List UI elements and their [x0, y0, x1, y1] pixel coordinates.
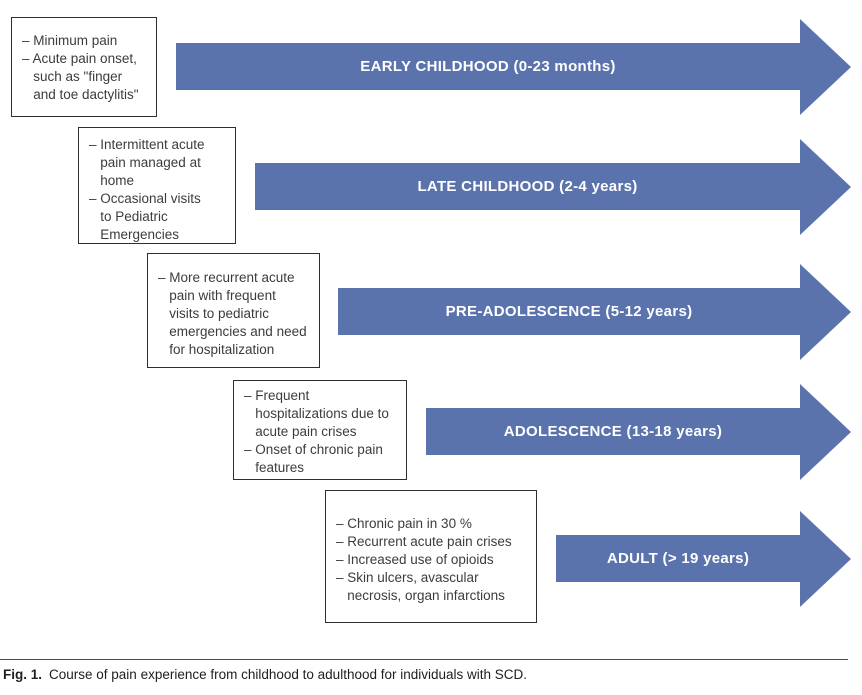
- figure-caption: Fig. 1. Course of pain experience from ch…: [3, 667, 527, 682]
- note-text-adolescence: – Frequent hospitalizations due to acute…: [244, 388, 389, 475]
- stage-arrow-adolescence: ADOLESCENCE (13-18 years): [426, 384, 851, 480]
- arrow-head-icon: [800, 139, 851, 235]
- stage-label-late-childhood: LATE CHILDHOOD (2-4 years): [417, 178, 638, 195]
- note-box-late-childhood: – Intermittent acute pain managed at hom…: [78, 127, 236, 244]
- stage-arrow-adult: ADULT (> 19 years): [556, 511, 851, 607]
- arrow-head-icon: [800, 264, 851, 360]
- caption-divider: [0, 659, 848, 660]
- stage-label-adolescence: ADOLESCENCE (13-18 years): [503, 423, 723, 440]
- note-text-pre-adolescence: – More recurrent acute pain with frequen…: [158, 270, 307, 357]
- stage-label-pre-adolescence: PRE-ADOLESCENCE (5-12 years): [445, 303, 693, 320]
- figure-caption-number: Fig. 1.: [3, 667, 43, 682]
- note-text-late-childhood: – Intermittent acute pain managed at hom…: [89, 137, 205, 242]
- note-box-adult: – Chronic pain in 30 % – Recurrent acute…: [325, 490, 537, 623]
- figure-caption-text: Course of pain experience from childhood…: [49, 667, 528, 682]
- arrow-head-icon: [800, 19, 851, 115]
- arrow-body-adolescence: ADOLESCENCE (13-18 years): [426, 408, 800, 455]
- note-box-pre-adolescence: – More recurrent acute pain with frequen…: [147, 253, 320, 368]
- stage-arrow-early-childhood: EARLY CHILDHOOD (0-23 months): [176, 19, 851, 115]
- note-box-adolescence: – Frequent hospitalizations due to acute…: [233, 380, 407, 480]
- stage-arrow-late-childhood: LATE CHILDHOOD (2-4 years): [255, 139, 851, 235]
- arrow-body-pre-adolescence: PRE-ADOLESCENCE (5-12 years): [338, 288, 800, 335]
- note-text-adult: – Chronic pain in 30 % – Recurrent acute…: [336, 516, 512, 603]
- stage-label-early-childhood: EARLY CHILDHOOD (0-23 months): [360, 58, 616, 75]
- arrow-head-icon: [800, 511, 851, 607]
- note-box-early-childhood: – Minimum pain – Acute pain onset, such …: [11, 17, 157, 117]
- arrow-head-icon: [800, 384, 851, 480]
- stage-label-adult: ADULT (> 19 years): [606, 550, 750, 567]
- note-text-early-childhood: – Minimum pain – Acute pain onset, such …: [22, 33, 139, 102]
- stage-arrow-pre-adolescence: PRE-ADOLESCENCE (5-12 years): [338, 264, 851, 360]
- arrow-body-early-childhood: EARLY CHILDHOOD (0-23 months): [176, 43, 800, 90]
- arrow-body-adult: ADULT (> 19 years): [556, 535, 800, 582]
- arrow-body-late-childhood: LATE CHILDHOOD (2-4 years): [255, 163, 800, 210]
